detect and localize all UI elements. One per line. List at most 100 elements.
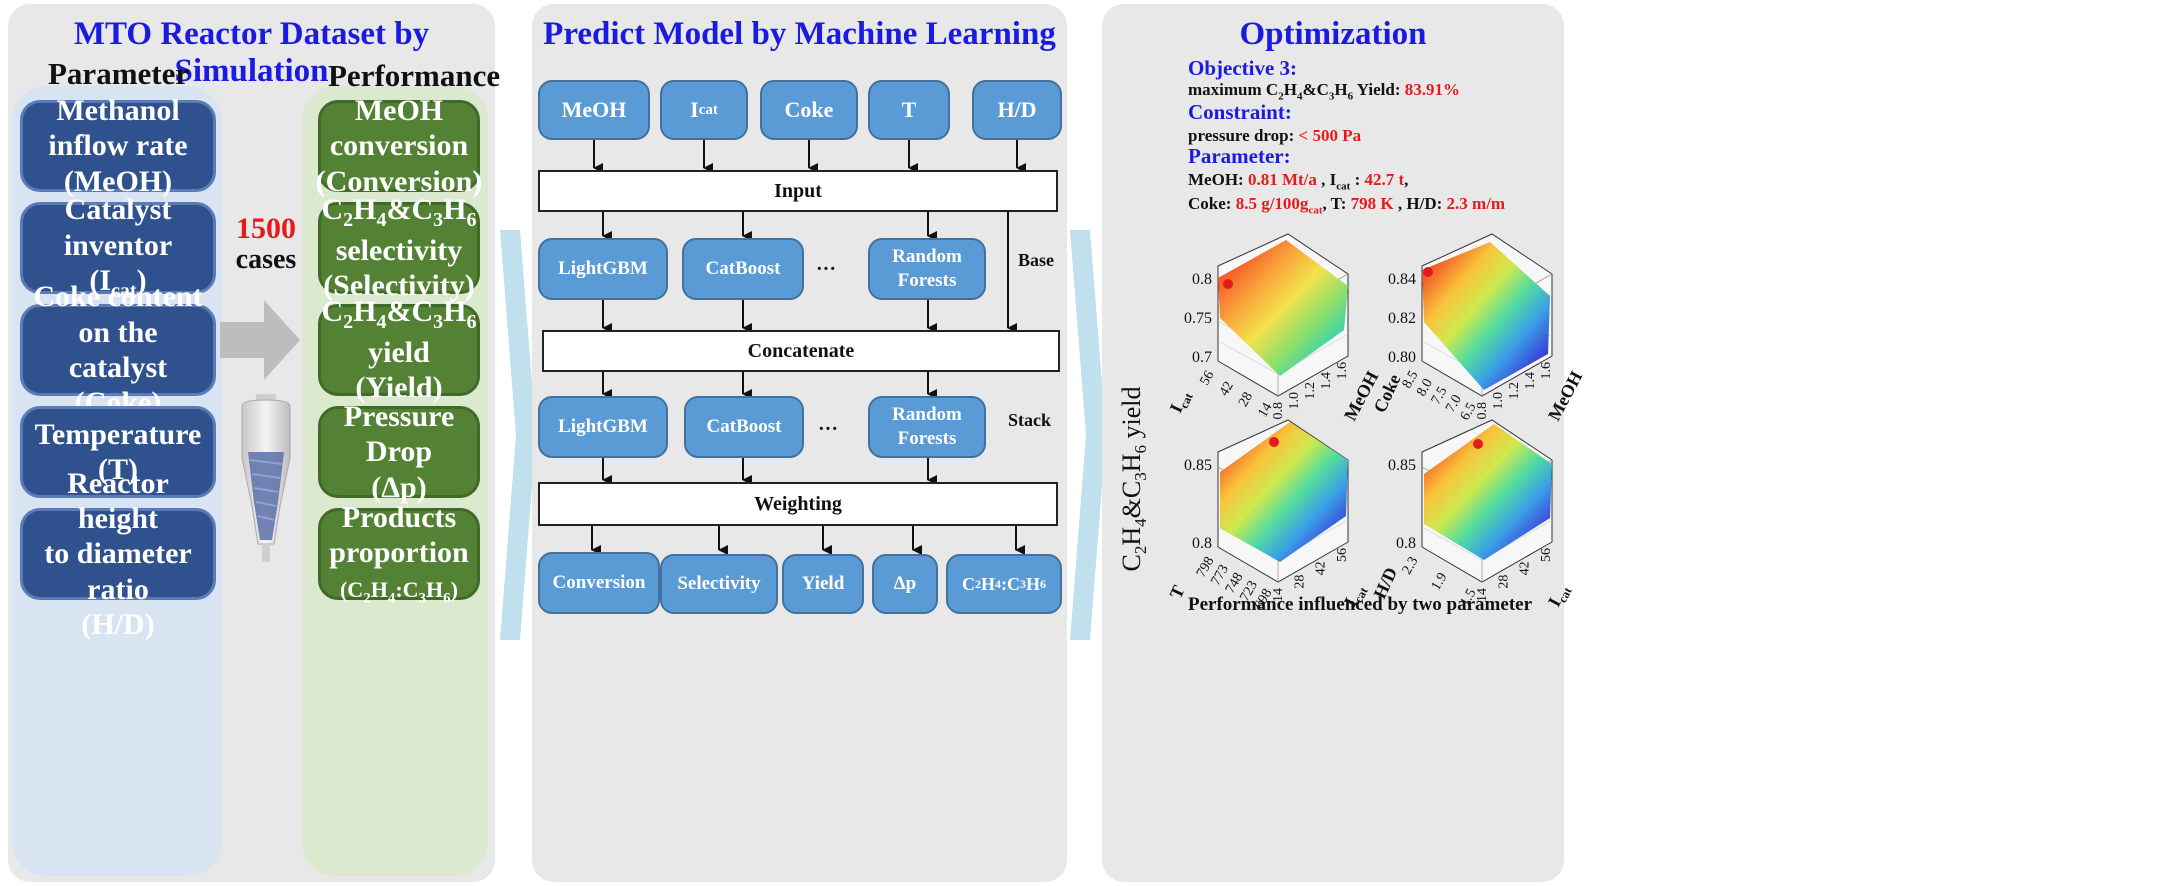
right-tick-label: 56 <box>1539 548 1554 562</box>
right-tick-label: 1.0 <box>1287 392 1302 410</box>
yaxis-a: C <box>1116 554 1146 572</box>
objective-text-e: Yield: <box>1353 80 1405 99</box>
perf-selectivity-c2s: 2 <box>343 209 354 232</box>
z-tick-label: 0.75 <box>1184 310 1212 327</box>
objective-text-a: maximum C <box>1188 80 1279 99</box>
objective-text-d: H <box>1334 80 1348 99</box>
param-catalyst-close: ) <box>136 264 147 298</box>
stack-catboost: CatBoost <box>684 396 804 458</box>
base-ellipsis: ··· <box>816 258 837 280</box>
objective-value: 83.91% <box>1404 80 1460 99</box>
perf-conversion-line3: (Conversion) <box>315 164 483 198</box>
param2-t-value: 798 K <box>1350 194 1394 213</box>
yield-axis-label: C2H4&C3H6 yield <box>1104 334 1164 624</box>
perf-selectivity-h6s: 6 <box>466 209 477 232</box>
right-tick-label: 1.4 <box>1523 372 1538 390</box>
right-tick-label: 56 <box>1335 548 1350 562</box>
stack-ellipsis: ··· <box>818 418 839 440</box>
param2-coke-sub: cat <box>1308 204 1323 217</box>
param2-coke-value: 8.5 g/100g <box>1235 194 1309 213</box>
param2-coke-key: Coke: <box>1188 194 1236 213</box>
right-tick-label: 1.6 <box>1539 362 1554 380</box>
z-tick-label: 0.8 <box>1396 535 1416 552</box>
perf-selectivity-c3s: 3 <box>433 209 444 232</box>
z-tick-label: 0.85 <box>1184 457 1212 474</box>
right-tick-label: 0.8 <box>1271 402 1286 420</box>
base-random-forests: Random Forests <box>868 238 986 300</box>
stack-random-forests: Random Forests <box>868 396 986 458</box>
perf-yield-line2: yield <box>368 335 430 369</box>
input-bar: Input <box>538 170 1058 212</box>
perf-yield-line3: (Yield) <box>355 371 443 405</box>
optimization-panel: Optimization Objective 3: maximum C2H4&C… <box>1102 4 1586 882</box>
objective-sub-4: 6 <box>1347 90 1354 103</box>
optimum-point <box>1269 437 1279 447</box>
perf-proportion-line1: Products <box>341 500 457 534</box>
param-coke-line1: Coke content <box>33 280 203 314</box>
constraint-value: < 500 Pa <box>1298 126 1362 145</box>
flow-arrows <box>591 140 1026 555</box>
param-catalyst-line2: inventor <box>63 228 173 262</box>
perf-proportion-l3e: ) <box>450 577 458 603</box>
param1-meoh-value: 0.81 Mt/a <box>1247 170 1317 189</box>
perf-selectivity-h4: H <box>353 193 377 227</box>
param-meoh-line3: (MeOH) <box>63 164 173 198</box>
z-tick-label: 0.80 <box>1388 349 1416 366</box>
perf-proportion-line2: proportion <box>329 535 469 569</box>
output-conversion: Conversion <box>538 552 660 614</box>
weighting-bar: Weighting <box>538 482 1058 526</box>
param2-hd-key: , H/D: <box>1393 194 1447 213</box>
input-icat-sub: cat <box>698 101 718 118</box>
left-tick-label: 14 <box>1255 401 1275 421</box>
z-tick-label: 0.82 <box>1388 310 1416 327</box>
perf-selectivity-h4s: 4 <box>376 209 387 232</box>
right-tick-label: 1.2 <box>1303 382 1318 400</box>
surface-mesh <box>1422 242 1550 390</box>
chevron-middle-to-right <box>1070 230 1106 640</box>
input-coke: Coke <box>760 80 858 140</box>
perf-pressure-line2: Drop <box>365 435 433 469</box>
right-tick-label: 42 <box>1314 561 1329 575</box>
constraint-line: pressure drop: < 500 Pa <box>1188 126 1361 146</box>
perf-proportion-s1: 2 <box>363 590 371 607</box>
left-tick-label: 2.3 <box>1400 555 1422 578</box>
right-tick-label: 1.4 <box>1319 372 1334 390</box>
perf-selectivity-h6: H <box>443 193 467 227</box>
constraint-text: pressure drop: <box>1188 126 1299 145</box>
output-dp: Δp <box>872 554 938 614</box>
perf-proportion-l3b: H <box>370 577 388 603</box>
yaxis-s3: 3 <box>1131 472 1151 481</box>
big-right-arrow <box>220 300 300 380</box>
perf-yield-h6s: 6 <box>466 311 477 334</box>
param-meoh-line1: Methanol <box>56 93 180 127</box>
yaxis-e: yield <box>1116 386 1146 446</box>
param1-icat-sub: cat <box>1336 180 1351 193</box>
base-lightgbm: LightGBM <box>538 238 668 300</box>
param2-hd-value: 2.3 m/m <box>1446 194 1506 213</box>
optimization-panel-title: Optimization <box>1239 16 1427 52</box>
perf-selectivity-line3: (Selectivity) <box>323 269 475 303</box>
param1-icat-colon: : <box>1350 170 1365 189</box>
stack-label: Stack <box>1008 410 1052 430</box>
cases-label: cases <box>235 244 297 275</box>
perf-yield-c2: C <box>321 295 344 329</box>
output-ratio-c: :C <box>1001 573 1020 594</box>
right-tick-label: 1.0 <box>1491 392 1506 410</box>
z-tick-label: 0.84 <box>1388 271 1416 288</box>
objective-text-b: H <box>1283 80 1297 99</box>
perf-yield-c2s: 2 <box>343 311 354 334</box>
perf-selectivity-c3: C <box>411 193 434 227</box>
objective-sub-1: 2 <box>1278 90 1284 103</box>
output-yield: Yield <box>782 554 864 614</box>
base-random-forests-label: Random Forests <box>892 246 962 291</box>
